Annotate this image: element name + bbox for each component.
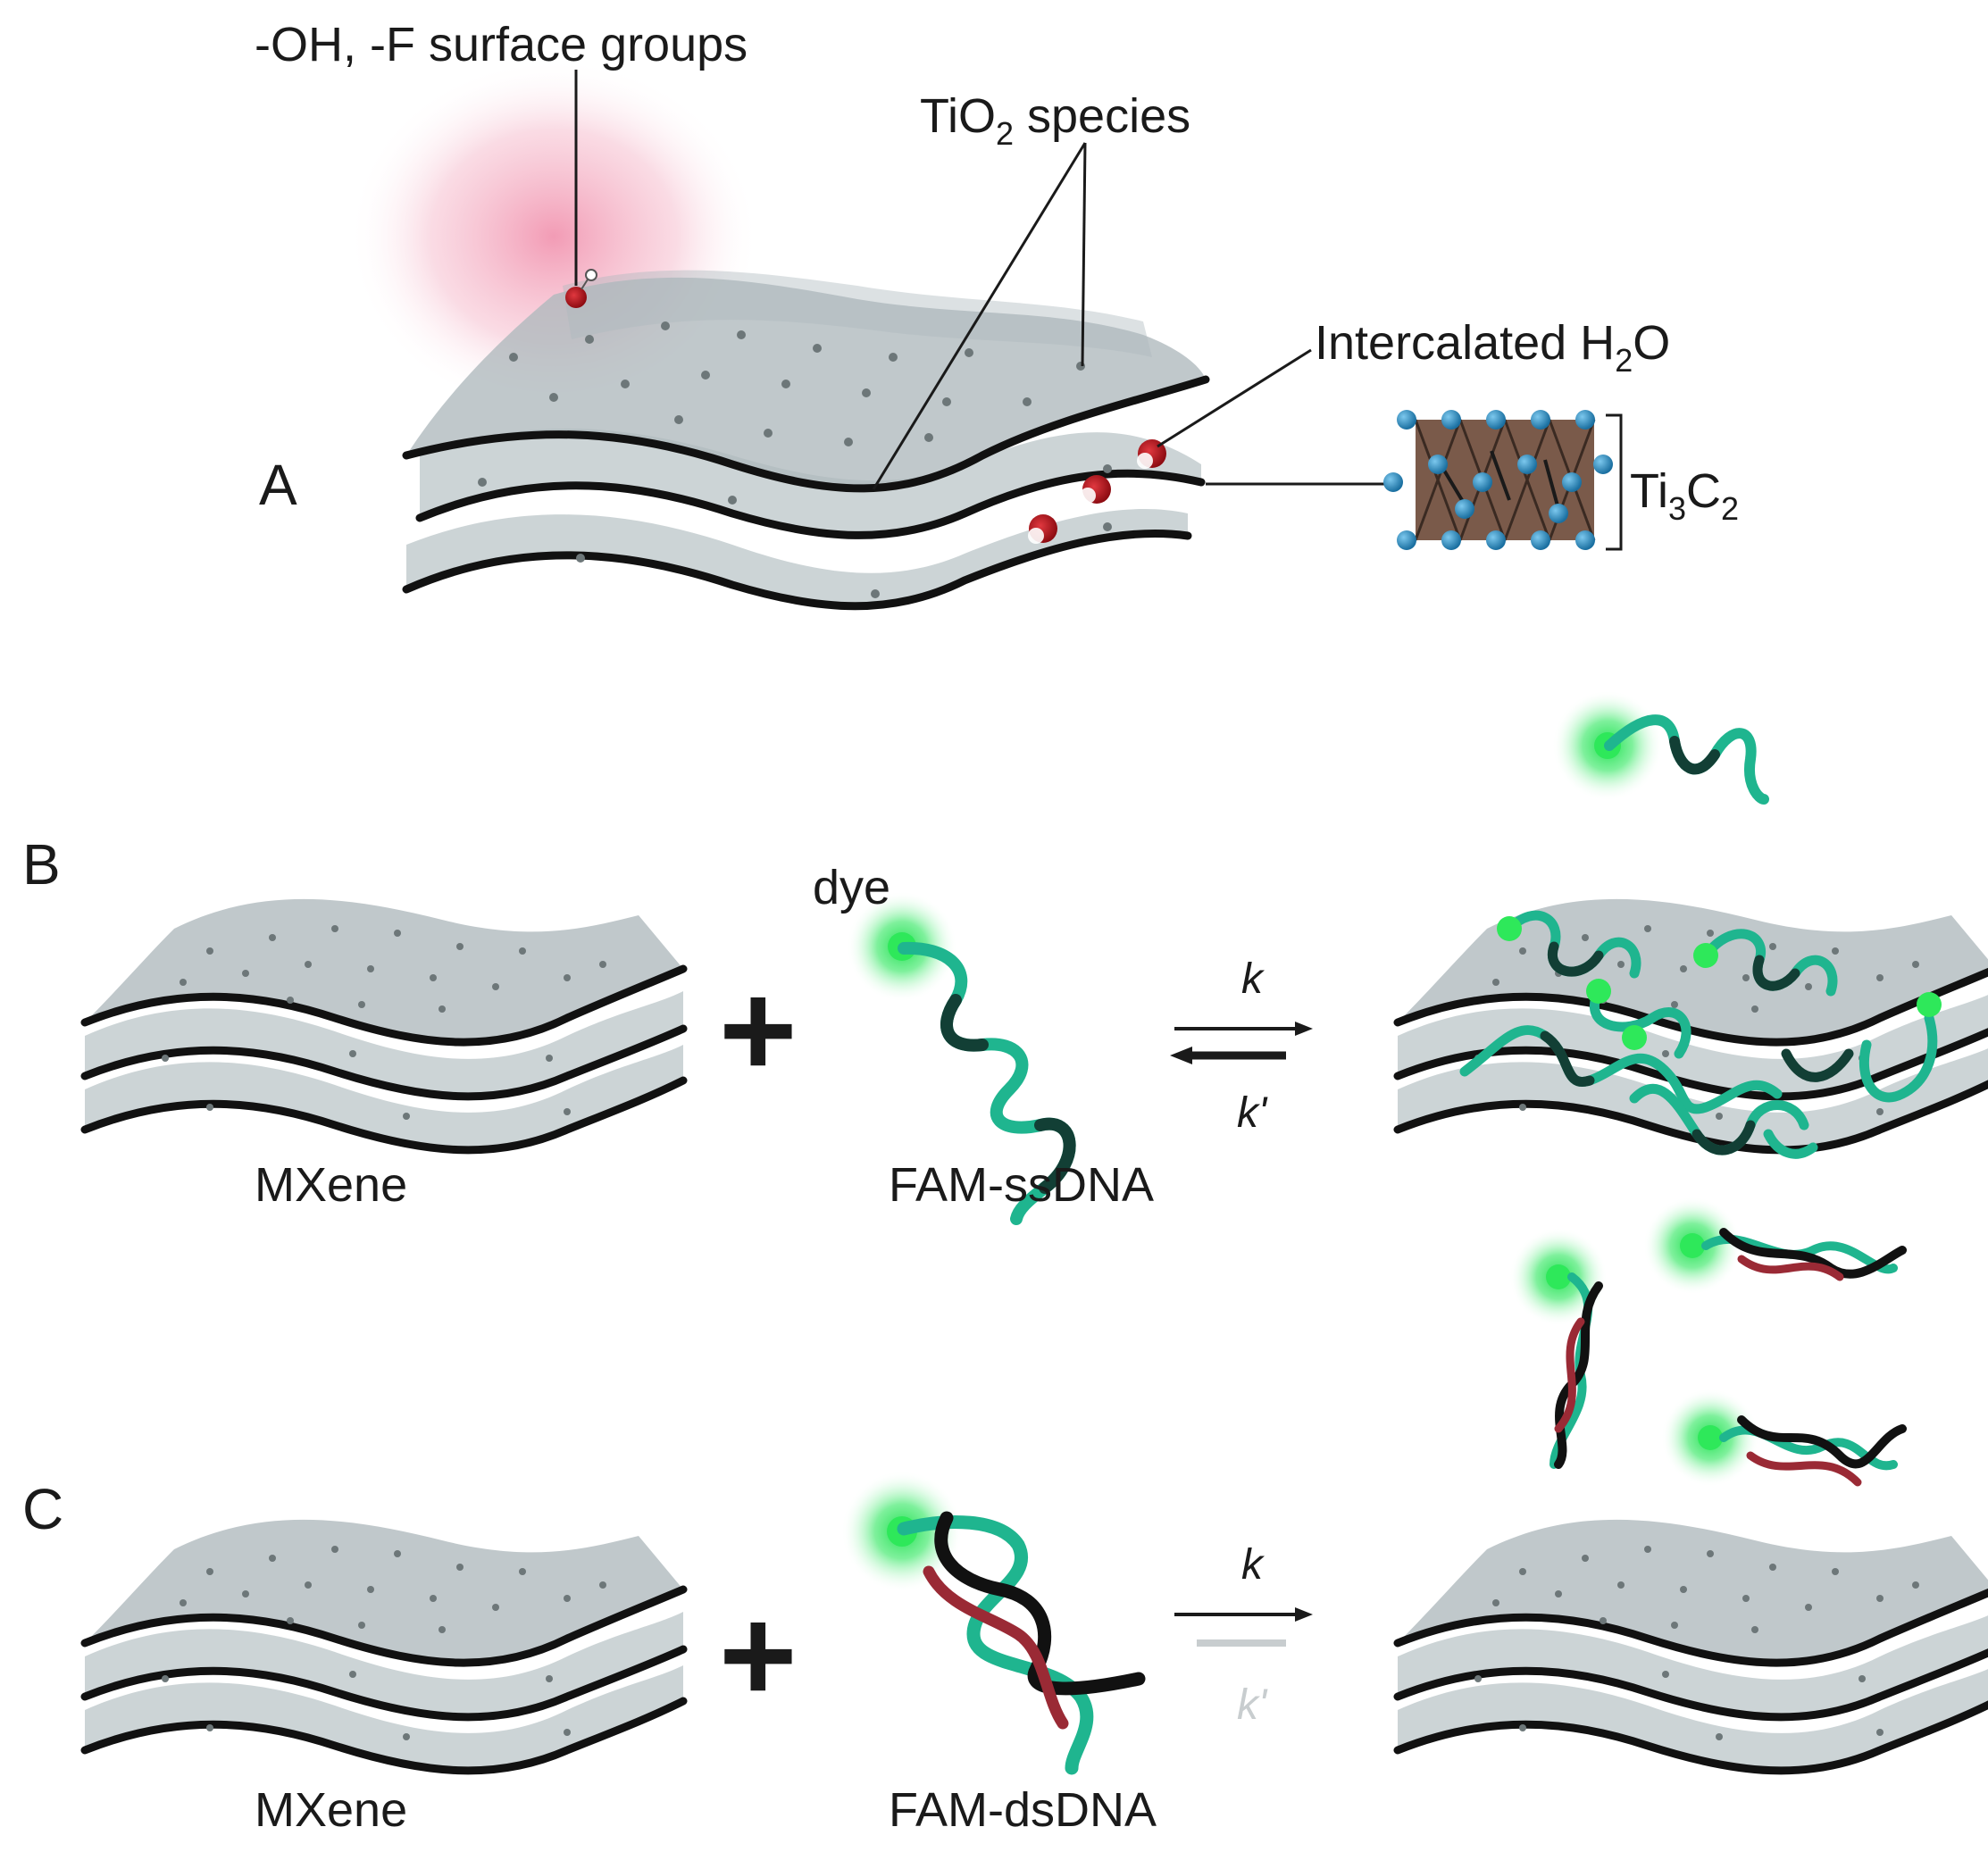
rate-k-forward-b: k <box>1241 955 1265 1003</box>
ti3c2-crystal-icon <box>1383 410 1613 550</box>
panel-a: A -OH, -F surface groups TiO2 species In… <box>255 18 1739 611</box>
mxene-stack-c-product-icon <box>1398 1520 1988 1771</box>
fam-ssdna-icon <box>847 891 1076 1225</box>
free-ssdna-icon <box>1552 690 1769 805</box>
mxene-stack-a-icon <box>402 270 1210 611</box>
fam-ssdna-label: FAM-ssDNA <box>889 1158 1154 1212</box>
equilibrium-arrows-icon <box>1170 1022 1313 1064</box>
label-intercalated-h2o: Intercalated H2O <box>1315 316 1670 379</box>
free-dsdna-icon <box>1509 1197 1907 1487</box>
label-ti3c2: Ti3C2 <box>1630 464 1739 527</box>
panel-letter-c: C <box>22 1477 63 1541</box>
label-surface-groups: -OH, -F surface groups <box>255 18 748 71</box>
rate-k-reverse-b: k' <box>1237 1089 1268 1137</box>
panel-c: C MXene + FAM-dsDNA k k' <box>22 1197 1988 1837</box>
plus-sign-b: + <box>719 955 798 1105</box>
mxene-stack-b-icon <box>85 899 683 1150</box>
mxene-label-b: MXene <box>255 1158 407 1212</box>
fam-dsdna-label: FAM-dsDNA <box>889 1783 1157 1837</box>
panel-letter-a: A <box>259 453 297 517</box>
mxene-stack-c-icon <box>85 1520 683 1771</box>
rate-k-forward-c: k <box>1241 1541 1265 1589</box>
mxene-ssdna-complex-icon <box>1398 899 1988 1159</box>
label-tio2-species: TiO2 species <box>920 89 1190 152</box>
oh-group-icon <box>565 269 597 308</box>
rate-k-reverse-c: k' <box>1237 1681 1268 1729</box>
panel-letter-b: B <box>22 832 61 897</box>
reaction-arrow-c-icon <box>1174 1607 1313 1647</box>
plus-sign-c: + <box>719 1580 798 1730</box>
dye-label: dye <box>813 861 890 914</box>
panel-b: B MXene + dye FAM-ssDNA k k' <box>22 690 1988 1225</box>
mxene-label-c: MXene <box>255 1783 407 1837</box>
fam-dsdna-icon <box>841 1471 1146 1775</box>
